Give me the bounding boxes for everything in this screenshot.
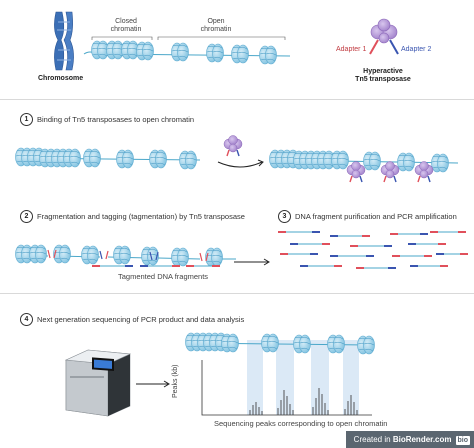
open-chromatin-bracket	[157, 36, 286, 40]
adapter2-line	[389, 39, 399, 55]
step1-tn5-icon	[223, 134, 243, 157]
chromosome-icon	[54, 11, 74, 71]
chromosome-label: Chromosome	[38, 75, 84, 82]
step3-number: 3	[278, 210, 291, 223]
open-chromatin-label: Open chromatin	[200, 18, 232, 33]
step2-number: 2	[20, 210, 33, 223]
pcr-amplified-fragments	[278, 231, 468, 269]
plot-caption: Sequencing peaks corresponding to open c…	[214, 419, 388, 428]
tn5-icon	[370, 18, 398, 44]
open-chromatin-nucleosomes	[172, 43, 277, 64]
footer-created-text: Created in	[353, 435, 393, 444]
adapter1-line	[369, 39, 379, 55]
adapter1-label: Adapter 1	[336, 46, 367, 53]
sequencing-peaks	[249, 388, 358, 415]
footer-brand: BioRender.com	[392, 435, 452, 444]
closed-chromatin-bracket	[91, 36, 153, 40]
bio-badge: bio	[455, 436, 470, 445]
step1-number: 1	[20, 113, 33, 126]
tagmented-fragments-caption: Tagmented DNA fragments	[118, 272, 209, 281]
sequencer-icon	[64, 349, 132, 417]
step1-bound-tn5	[346, 160, 434, 183]
step2-title: Fragmentation and tagging (tagmentation)…	[37, 212, 245, 221]
plot-axes	[201, 360, 372, 416]
step1-title: Binding of Tn5 transposases to open chro…	[37, 115, 195, 124]
peak-bands	[247, 340, 359, 415]
plot-y-axis-label: Peaks (kb)	[172, 364, 179, 398]
step4-number: 4	[20, 313, 33, 326]
step3-title: DNA fragment purification and PCR amplif…	[295, 212, 457, 221]
step1-arrow	[217, 161, 263, 168]
adapter2-label: Adapter 2	[401, 46, 432, 53]
divider-bottom	[0, 293, 474, 294]
closed-chromatin-label: Closed chromatin	[110, 18, 142, 33]
tn5-label: Hyperactive Tn5 transposase	[355, 68, 411, 83]
closed-chromatin-nucleosomes	[92, 41, 154, 60]
step4-title: Next generation sequencing of PCR produc…	[37, 315, 245, 324]
step2-fragments	[16, 245, 236, 266]
divider-top	[0, 99, 474, 100]
